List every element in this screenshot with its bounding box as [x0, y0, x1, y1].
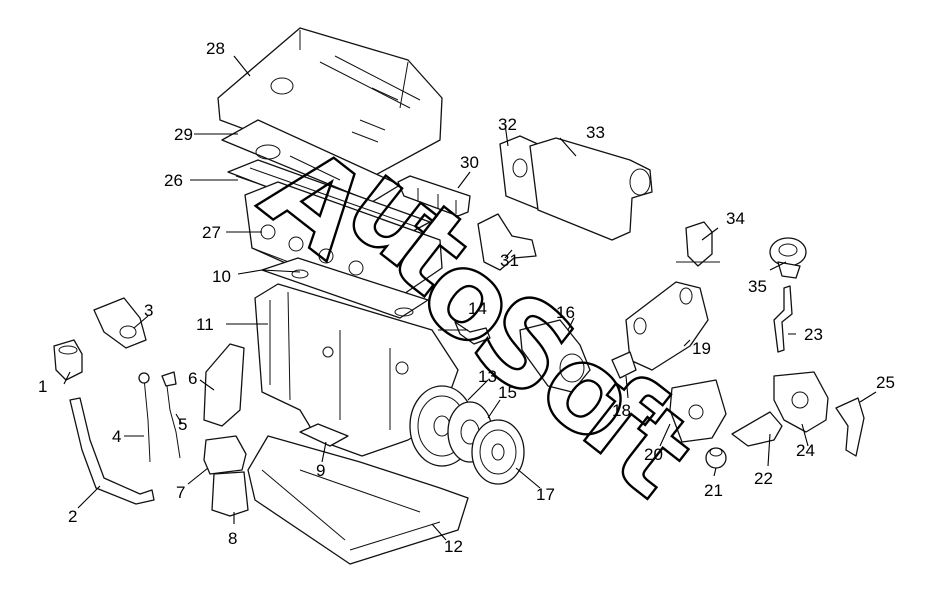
callout-13: 13 — [478, 367, 497, 386]
callout-18: 18 — [612, 401, 631, 420]
callout-3: 3 — [144, 301, 153, 320]
callout-29: 29 — [174, 125, 193, 144]
callout-31: 31 — [500, 251, 519, 270]
callout-10: 10 — [212, 267, 231, 286]
oil-filter-part — [211, 471, 249, 517]
bracket-part — [477, 213, 537, 271]
callout-33: 33 — [586, 123, 605, 142]
dipstick-tube-part — [161, 371, 181, 459]
callout-14: 14 — [468, 299, 487, 318]
callout-5: 5 — [178, 415, 187, 434]
connector-part — [611, 351, 637, 379]
callout-35: 35 — [748, 277, 767, 296]
callout-15: 15 — [498, 383, 517, 402]
callout-28: 28 — [206, 39, 225, 58]
callout-26: 26 — [164, 171, 183, 190]
engine-block-part — [254, 283, 459, 457]
callout-25: 25 — [876, 373, 895, 392]
callout-34: 34 — [726, 209, 745, 228]
pump-bracket-part — [203, 343, 245, 427]
coolant-hose-part — [773, 285, 793, 353]
vacuum-pump-part — [773, 371, 829, 433]
sensor-part — [676, 221, 720, 267]
callout-8: 8 — [228, 529, 237, 548]
support-bracket-part — [835, 397, 865, 457]
head-gasket-part — [261, 257, 429, 319]
oil-sensor-part — [53, 339, 83, 381]
callout-6: 6 — [188, 369, 197, 388]
pump-gasket-part — [299, 423, 349, 447]
callout-27: 27 — [202, 223, 221, 242]
callout-7: 7 — [176, 483, 185, 502]
callout-11: 11 — [196, 315, 214, 334]
fuel-rail-part — [397, 175, 471, 217]
filter-head-part — [203, 435, 247, 475]
callout-23: 23 — [804, 325, 823, 344]
engine-mount-part — [669, 379, 727, 443]
callout-12: 12 — [444, 537, 463, 556]
callout-24: 24 — [796, 441, 815, 460]
callout-17: 17 — [536, 485, 555, 504]
timing-cover-part — [93, 297, 147, 349]
callout-21: 21 — [704, 481, 723, 500]
callout-9: 9 — [316, 461, 325, 480]
dipstick-part — [138, 372, 151, 463]
callout-1: 1 — [38, 377, 47, 396]
callout-32: 32 — [498, 115, 517, 134]
callout-2: 2 — [68, 507, 77, 526]
pulley-part — [769, 237, 807, 279]
breather-hose-part — [69, 397, 155, 505]
small-pipe-part — [454, 321, 491, 345]
rubber-bush-part — [705, 447, 727, 469]
callout-20: 20 — [644, 445, 663, 464]
callout-4: 4 — [112, 427, 121, 446]
callout-22: 22 — [754, 469, 773, 488]
pressure-plate-part — [471, 419, 525, 485]
callout-30: 30 — [460, 153, 479, 172]
mount-bracket-part — [731, 411, 783, 447]
callout-labels: 1 2 3 4 5 6 7 8 9 10 11 12 13 14 15 16 1… — [38, 39, 895, 556]
callout-19: 19 — [692, 339, 711, 358]
callout-16: 16 — [556, 303, 575, 322]
leader-lines — [63, 55, 877, 541]
oil-pan-part — [247, 435, 469, 565]
thermostat-housing-part — [519, 319, 591, 393]
exhaust-manifold-part — [529, 137, 653, 241]
